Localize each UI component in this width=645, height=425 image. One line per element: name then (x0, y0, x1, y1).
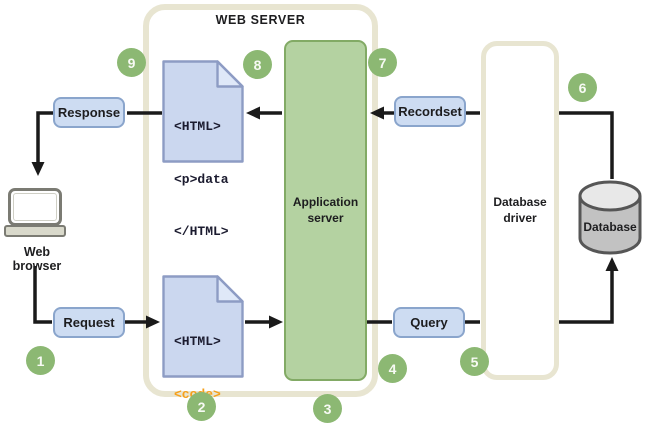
application-server-label: Application server (292, 194, 359, 225)
code-line: <HTML> (174, 334, 221, 349)
query-label: Query (410, 315, 448, 330)
step-circle-9: 9 (117, 48, 146, 77)
request-label-box: Request (53, 307, 125, 338)
request-label: Request (63, 315, 115, 330)
code-line: <p>data (174, 171, 229, 187)
database-driver-label: Database driver (493, 194, 547, 225)
step-circle-8: 8 (243, 50, 272, 79)
step-circle-1: 1 (26, 346, 55, 375)
step-circle-7: 7 (368, 48, 397, 77)
code-line: <HTML> (174, 119, 221, 134)
laptop-icon (8, 188, 62, 226)
request-document-icon: <HTML> <code> </HTML> (162, 275, 244, 402)
database-cylinder-icon (578, 180, 642, 255)
database-driver-container: Database driver (481, 41, 559, 380)
arrow-browser-to-request (33, 266, 52, 324)
response-document-icon: <HTML> <p>data </HTML> (162, 60, 244, 239)
laptop-base (4, 225, 66, 237)
web-browser-label: Web browser (12, 245, 62, 273)
step-circle-2: 2 (187, 392, 216, 421)
recordset-label: Recordset (398, 104, 462, 119)
step-circle-6: 6 (568, 73, 597, 102)
step-circle-5: 5 (460, 347, 489, 376)
laptop-screen (13, 193, 57, 221)
code-line: </HTML> (174, 224, 229, 239)
query-label-box: Query (393, 307, 465, 338)
response-label-box: Response (53, 97, 125, 128)
response-document-code: <HTML> <p>data </HTML> (174, 83, 229, 276)
step-circle-4: 4 (378, 354, 407, 383)
database-label: Database (583, 220, 637, 234)
application-server-box: Application server (284, 40, 367, 381)
arrow-driver-to-database (559, 257, 619, 324)
step-circle-3: 3 (313, 394, 342, 423)
web-server-title: WEB SERVER (215, 13, 306, 27)
response-label: Response (57, 105, 121, 120)
arrow-response-to-browser (31, 111, 53, 176)
arrow-database-to-driver (559, 111, 614, 179)
recordset-label-box: Recordset (394, 96, 466, 127)
